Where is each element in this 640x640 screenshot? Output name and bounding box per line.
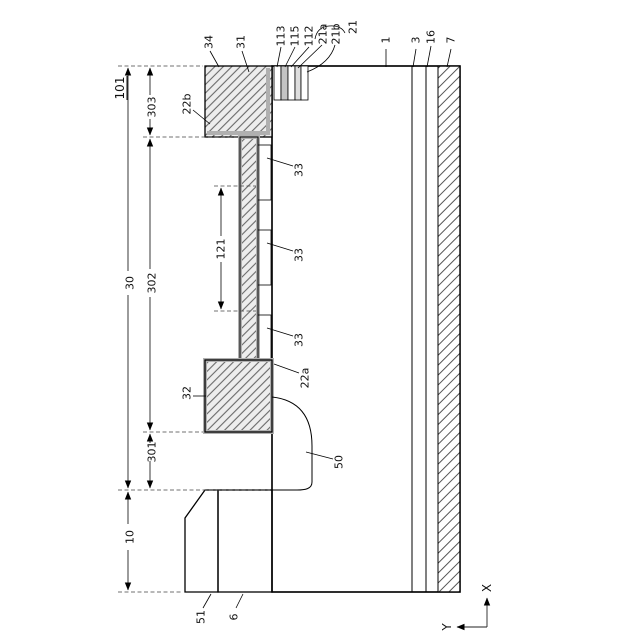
ref-10: 10 xyxy=(124,530,137,544)
ref-112: 112 xyxy=(303,26,316,47)
ref-3: 3 xyxy=(410,37,423,44)
electrode-32-liner xyxy=(203,358,274,434)
y-axis-label: Y xyxy=(440,623,454,632)
ref-30: 30 xyxy=(124,276,137,290)
brace-21 xyxy=(314,25,346,40)
ref-33-2: 33 xyxy=(293,248,306,262)
ref-113: 113 xyxy=(275,26,288,47)
ref-21: 21 xyxy=(347,20,360,34)
ref-33-3: 33 xyxy=(293,333,306,347)
ref-303: 303 xyxy=(146,97,159,118)
ref-22a: 22a xyxy=(299,368,312,389)
ref-21b: 21b xyxy=(330,23,343,44)
gate-stack xyxy=(273,65,309,101)
ref-50: 50 xyxy=(333,455,346,469)
dimension-lines xyxy=(124,67,225,591)
layer-115 xyxy=(280,65,289,101)
layer-21b xyxy=(300,65,309,101)
ref-6: 6 xyxy=(228,614,241,621)
backside-electrode-layer xyxy=(438,66,460,592)
ref-115: 115 xyxy=(289,26,302,47)
bottom-electrode-block xyxy=(184,489,273,593)
ref-33-1: 33 xyxy=(293,163,306,177)
ref-21a: 21a xyxy=(317,24,330,45)
x-axis-label: X xyxy=(480,584,494,592)
ref-16: 16 xyxy=(425,30,438,44)
ref-32: 32 xyxy=(181,386,194,400)
ref-301: 301 xyxy=(146,442,159,463)
extension-lines xyxy=(118,65,270,593)
leader-lines xyxy=(192,25,452,609)
fin-33-2 xyxy=(257,229,272,286)
ref-31: 31 xyxy=(235,35,248,49)
well-boundary-50 xyxy=(271,396,313,491)
main-body xyxy=(271,65,461,593)
figure-number: 101 xyxy=(113,77,127,100)
layer-113 xyxy=(273,65,282,101)
electrode-34-31 xyxy=(205,66,272,137)
ref-302: 302 xyxy=(146,273,159,294)
ref-7: 7 xyxy=(445,37,458,44)
ref-121: 121 xyxy=(215,239,228,260)
layer-112 xyxy=(287,65,296,101)
ref-34: 34 xyxy=(203,35,216,49)
ref-22b: 22b xyxy=(181,93,194,114)
substrate-region xyxy=(271,65,461,593)
fin-33-1 xyxy=(257,144,272,201)
coordinate-axes: X Y xyxy=(440,584,494,632)
region-51 xyxy=(184,489,219,593)
body-outline xyxy=(271,65,461,593)
electrode-block-32 xyxy=(203,358,274,434)
top-electrode-block xyxy=(204,65,273,138)
ref-51: 51 xyxy=(195,610,208,624)
layer-21a xyxy=(294,65,302,101)
reference-labels: 101 34 31 113 115 112 21a 21b 21 1 3 16 … xyxy=(113,20,458,624)
liner-22b xyxy=(207,68,270,135)
ref-1: 1 xyxy=(380,37,393,44)
region-6 xyxy=(217,489,273,593)
